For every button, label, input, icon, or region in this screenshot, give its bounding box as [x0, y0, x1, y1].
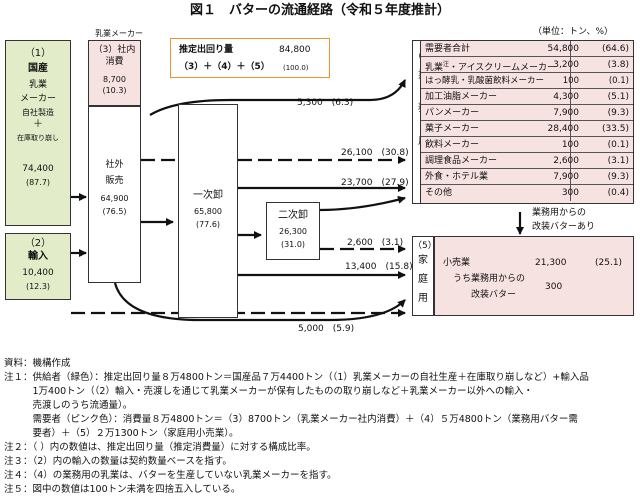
estimate-value: 84,800: [279, 45, 311, 55]
primary-value: 65,800: [194, 207, 222, 216]
estimate-formula: （3）＋（4）＋（5）: [179, 62, 270, 72]
primary-label: 一次卸: [193, 190, 223, 201]
estimate-label: 推定出回り量: [179, 45, 234, 55]
note-0: 資料：機構作成: [4, 358, 71, 369]
inhouse-pct: (10.3): [102, 86, 127, 95]
arrow-note-2: 改装バターあり: [532, 222, 596, 232]
household-c2: 庭: [418, 274, 428, 285]
secondary-value: 26,300: [279, 227, 307, 236]
flow4-value: 2,600 (3.1): [347, 238, 404, 248]
inhouse-label2: 消費: [105, 57, 124, 67]
note-4: 需要者（ピンク色）：消費量８万4800トン＝（3）8700トン（乳業メーカー社内…: [4, 414, 578, 425]
domestic-pct: (87.7): [25, 178, 51, 187]
arrow-secondary-business: [319, 195, 406, 212]
secondary-wholesale-box: 二次卸 26,300 (31.0): [266, 202, 320, 260]
flow3-value: 23,700 (27.9): [341, 178, 409, 188]
domestic-l3: 自社製造: [22, 108, 54, 117]
domestic-num: （1）: [24, 48, 52, 59]
inhouse-label1: 社内: [117, 45, 136, 55]
inhouse-value: 8,700: [103, 75, 126, 84]
imports-box: （2） 輸入 10,400 (12.3): [5, 233, 71, 300]
note-6: 注２：（ ）内の数値は、推定出回り量（推定消費量）に対する構成比率。: [4, 442, 316, 453]
household-box: 小売業 21,300 (25.1) うち業務用からの 改装バター 300: [434, 236, 634, 316]
outside-l1: 社外: [105, 160, 124, 170]
household-side-label: （5） 家 庭 用: [412, 236, 437, 316]
arrow-f6: [113, 282, 406, 322]
flow2-value: 26,100 (30.8): [341, 148, 409, 158]
domestic-l1: 乳業: [28, 80, 47, 90]
inhouse-num: （3）: [93, 45, 118, 55]
estimate-pct: (100.0): [283, 64, 309, 72]
flow5-value: 13,400 (15.8): [345, 262, 413, 272]
flow6-value: 5,000 (5.9): [298, 324, 355, 334]
outside-l2: 販売: [105, 176, 124, 186]
domestic-plus: ＋: [33, 119, 43, 130]
imports-value: 10,400: [22, 268, 54, 278]
note-1: 注１：供給者（緑色）：推定出回り量８万4800トン＝国産品７万4400トン（（1…: [4, 372, 589, 383]
inhouse-box: （3）社内 消費 8,700 (10.3): [88, 40, 141, 106]
supplier-label: 乳業メーカー: [95, 29, 143, 38]
imports-label: 輸入: [28, 251, 48, 262]
note-5: 要者）＋（5）２万1300トン（家庭用小売業）。: [4, 428, 239, 439]
household-repack-value: 300: [545, 282, 563, 292]
household-retail-value: 21,300: [535, 258, 567, 268]
household-repack2: 改装バター: [471, 290, 517, 300]
note-3: 売渡しのうち流通量）。: [4, 400, 133, 411]
outside-sales-box: 社外 販売 64,900 (76.5): [88, 106, 141, 283]
note-2: 1万400トン（（2）輸入・売渡しを通じて乳業メーカーが保有したものの取り崩しな…: [4, 386, 533, 397]
imports-pct: (12.3): [25, 282, 51, 291]
domestic-value: 74,400: [22, 164, 54, 174]
primary-pct: (77.6): [195, 220, 221, 229]
note-9: 注５：図中の数値は100トン未満を四捨五入している。: [4, 484, 241, 495]
domestic-label: 国産: [28, 63, 48, 74]
domestic-box: （1） 国産 乳業 メーカー 自社製造 ＋ 在庫取り崩し 74,400 (87.…: [5, 40, 71, 226]
household-num: （5）: [413, 241, 437, 251]
household-c3: 用: [418, 293, 428, 304]
household-c1: 家: [418, 255, 428, 266]
figure-title: 図１ バターの流通経路（令和５年度推計）: [189, 3, 450, 18]
unit-label: （単位：トン、%）: [533, 27, 614, 37]
note-8: 注４：（4）の業務用の乳業は、バターを生産していない乳業メーカーを指す。: [4, 470, 337, 481]
arrow-f1: [149, 79, 406, 116]
footnotes: 資料：機構作成 注１：供給者（緑色）：推定出回り量８万4800トン＝国産品７万4…: [4, 357, 636, 497]
secondary-pct: (31.0): [280, 240, 306, 249]
outside-pct: (76.5): [102, 207, 127, 216]
domestic-note: 在庫取り崩し: [17, 134, 59, 142]
note-7: 注３：（2）内の輸入の数量は契約数量ベースを指す。: [4, 456, 232, 467]
estimate-box: 推定出回り量 84,800 （3）＋（4）＋（5） (100.0): [170, 38, 330, 78]
primary-wholesale-box: 一次卸 65,800 (77.6): [178, 104, 238, 318]
imports-num: （2）: [24, 238, 52, 249]
household-retail-pct: (25.1): [595, 258, 623, 268]
household-retail: 小売業: [443, 258, 471, 268]
secondary-label: 二次卸: [278, 210, 308, 221]
household-repack1: うち業務用からの: [453, 274, 526, 284]
flow1-value: 5,300 (6.3): [297, 98, 354, 108]
domestic-l2: メーカー: [19, 94, 56, 104]
outside-value: 64,900: [100, 194, 129, 203]
arrow-note-1: 業務用からの: [532, 208, 587, 218]
